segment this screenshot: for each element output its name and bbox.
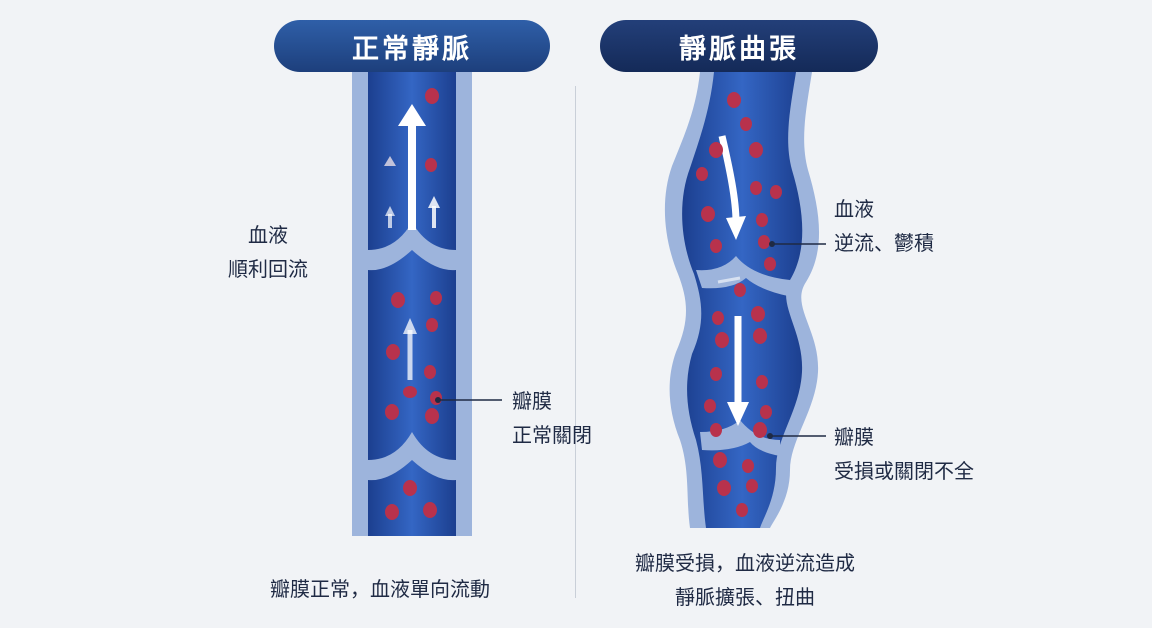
- normal-blood-label: 血液 順利回流: [210, 218, 326, 286]
- blood-column: [682, 72, 803, 528]
- normal-caption: 瓣膜正常，血液單向流動: [270, 577, 490, 601]
- normal-vein: [352, 72, 502, 536]
- varicose-valve-label: 瓣膜 受損或關閉不全: [834, 420, 974, 488]
- normal-valve-label: 瓣膜 正常關閉: [512, 384, 592, 452]
- varicose-vein: [664, 72, 826, 528]
- label-line: 血液: [834, 197, 874, 221]
- caption-line: 瓣膜受損，血液逆流造成: [635, 551, 855, 575]
- label-line: 正常關閉: [512, 423, 592, 447]
- varicose-blood-label: 血液 逆流、鬱積: [834, 192, 934, 260]
- valve-lower: [368, 432, 456, 481]
- label-line: 順利回流: [228, 257, 308, 281]
- label-line: 瓣膜: [512, 389, 552, 413]
- red-blood-cells: [696, 92, 782, 517]
- upward-flow-arrows: [384, 104, 440, 380]
- label-line: 受損或關閉不全: [834, 459, 974, 483]
- label-line: 逆流、鬱積: [834, 231, 934, 255]
- label-line: 血液: [248, 223, 288, 247]
- valve-upper: [368, 222, 456, 271]
- label-line: 瓣膜: [834, 425, 874, 449]
- caption-line: 靜脈擴張、扭曲: [675, 585, 815, 609]
- panel-divider: [575, 86, 576, 598]
- reflux-arrows: [717, 135, 749, 426]
- valve-lower-damaged: [700, 420, 780, 456]
- valve-upper-damaged: [696, 256, 790, 296]
- varicose-caption: 瓣膜受損，血液逆流造成 靜脈擴張、扭曲: [590, 546, 900, 614]
- normal-vein-title: 正常靜脈: [274, 20, 550, 72]
- varicose-vein-title: 靜脈曲張: [600, 20, 878, 72]
